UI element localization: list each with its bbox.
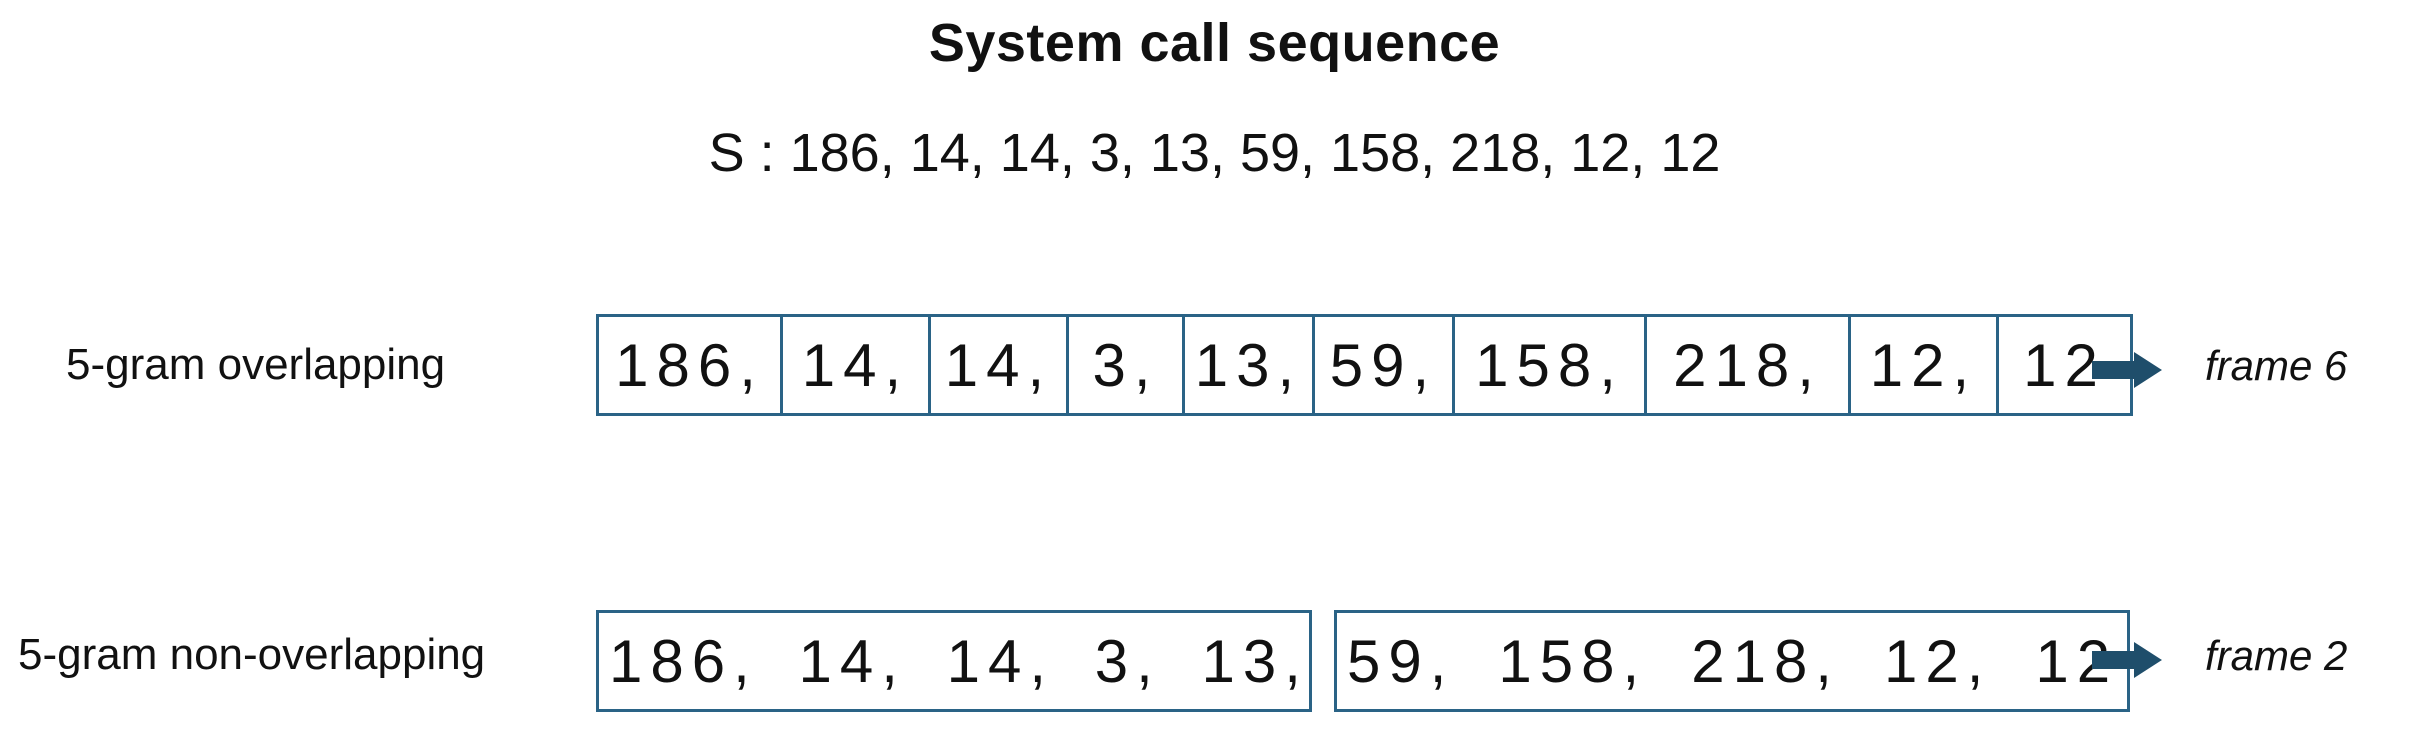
sequence-cell: 14, <box>928 314 1069 416</box>
sequence-text: S : 186, 14, 14, 3, 13, 59, 158, 218, 12… <box>708 123 1721 183</box>
sequence-cell: 3, <box>1066 314 1185 416</box>
sequence-group-box: 186, 14, 14, 3, 13, <box>596 610 1312 712</box>
sequence-token: 218, <box>1691 627 1840 695</box>
right-arrow-icon <box>2092 642 2162 678</box>
sequence-cell: 59, <box>1312 314 1455 416</box>
sequence-token: 3, <box>1094 627 1161 695</box>
right-arrow-icon <box>2092 352 2162 388</box>
sequence-token: 186, <box>609 627 758 695</box>
sequence-token: 14, <box>798 627 906 695</box>
sequence-cell: 218, <box>1644 314 1851 416</box>
sequence-token: 13, <box>1201 627 1309 695</box>
sequence-cell: 14, <box>780 314 931 416</box>
sequence-cell: 186, <box>596 314 783 416</box>
sequence-token: 59, <box>1347 627 1455 695</box>
non-overlapping-label: 5-gram non-overlapping <box>18 630 486 679</box>
sequence-cell: 158, <box>1452 314 1647 416</box>
overlapping-frame-count: frame 6 <box>2205 342 2348 389</box>
sequence-group-box: 59,158,218,12,12 <box>1334 610 2130 712</box>
sequence-cell: 12, <box>1848 314 1999 416</box>
sequence-token: 14, <box>946 627 1055 695</box>
non-overlapping-frame-count: frame 2 <box>2205 632 2348 679</box>
sequence-token: 158, <box>1498 627 1648 695</box>
diagram-title: System call sequence <box>928 13 1501 73</box>
overlapping-label: 5-gram overlapping <box>66 340 446 389</box>
sequence-cell: 13, <box>1182 314 1315 416</box>
sequence-token: 12, <box>1883 627 1992 695</box>
